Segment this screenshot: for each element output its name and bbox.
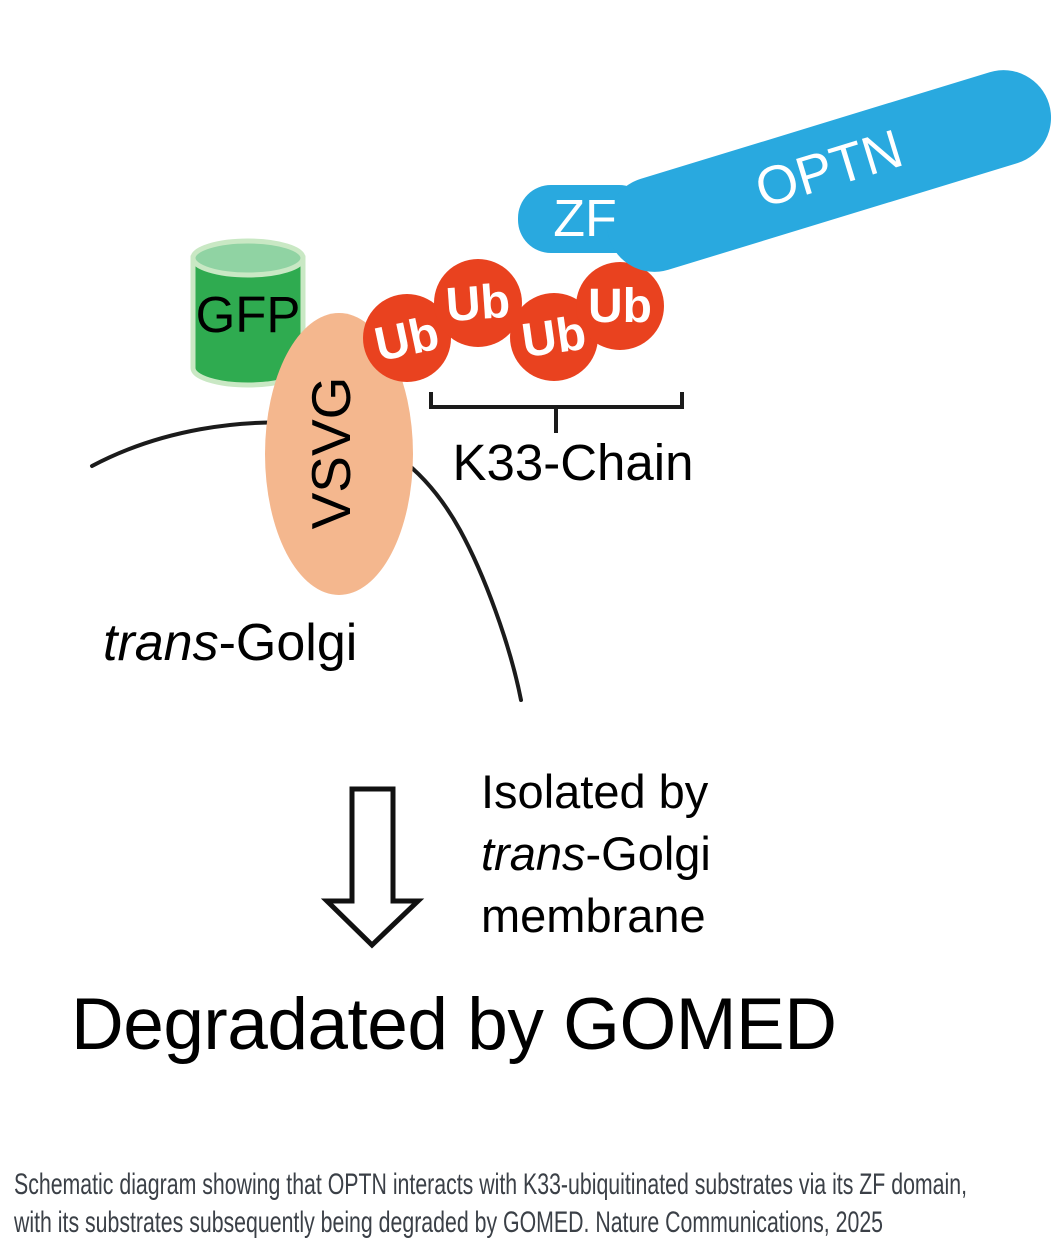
gfp-cylinder-top (190, 238, 306, 278)
trans-golgi-label: trans-Golgi (103, 615, 357, 671)
ub-circle-4 (576, 262, 664, 350)
ub-circle-2 (434, 259, 522, 347)
k33-chain-label: K33-Chain (452, 434, 694, 491)
isolated-caption-line3: membrane (481, 889, 706, 942)
k33-bracket (429, 392, 684, 433)
figure-caption: Schematic diagram showing that OPTN inte… (14, 1166, 967, 1242)
ub-circle-1 (363, 294, 451, 382)
isolated-caption-line1: Isolated by (481, 765, 709, 818)
zf-domain-label: ZF (553, 190, 617, 248)
vsvg-label: VSVG (300, 376, 362, 530)
ub-label-4: Ub (588, 280, 652, 333)
trans-golgi-label-italic: trans (103, 614, 219, 672)
isolated-caption: Isolated by trans-Golgi membrane (481, 761, 711, 947)
isolated-caption-line2-italic: trans (481, 827, 586, 880)
isolated-caption-line2: trans-Golgi (481, 823, 711, 885)
gfp-label: GFP (195, 286, 301, 343)
trans-golgi-label-suffix: -Golgi (218, 614, 358, 672)
isolated-caption-line2-suffix: -Golgi (585, 827, 711, 880)
optn-capsule (606, 70, 1052, 272)
ub-circle-3 (510, 293, 598, 381)
figure-caption-line1: Schematic diagram showing that OPTN inte… (14, 1168, 968, 1201)
vsvg-ellipse (265, 313, 413, 595)
down-arrow (320, 786, 425, 949)
degraded-headline: Degradated by GOMED (71, 984, 837, 1065)
figure-caption-line2: with its substrates subsequently being d… (14, 1206, 884, 1239)
